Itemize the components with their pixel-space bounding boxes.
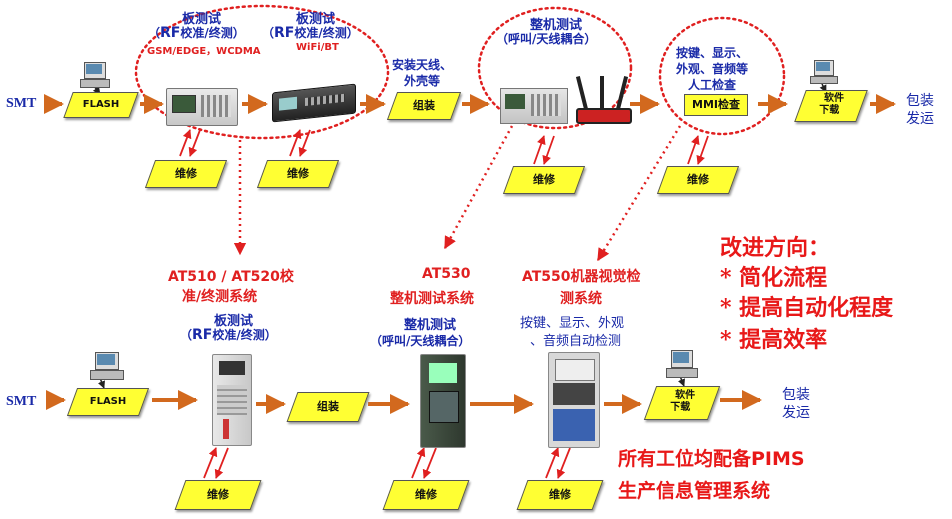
- pims-note-2: 生产信息管理系统: [618, 480, 771, 502]
- top-pack-1: 包装: [906, 93, 934, 109]
- top-pack-2: 发运: [906, 111, 934, 127]
- improve-item: * 提高自动化程度: [720, 295, 894, 321]
- phone-test-ellipse: [477, 6, 633, 130]
- board-test-1-sub: （RF校准/终测）: [148, 25, 245, 41]
- improve-item: * 提高效率: [720, 327, 828, 353]
- repair-box: 维修: [382, 480, 470, 510]
- repair-box: 维修: [256, 160, 340, 188]
- board-test-1-title: 板测试: [182, 12, 222, 27]
- board-test-2-sub: （RF校准/终测）: [262, 25, 359, 41]
- mmi-box: MMI检查: [684, 94, 748, 116]
- bottom-auto-check-1: 按键、显示、外观: [520, 316, 625, 331]
- repair-box: 维修: [656, 166, 740, 194]
- repair-box: 维修: [144, 160, 228, 188]
- at530-label-1: AT530: [422, 266, 471, 282]
- computer-icon: [810, 60, 838, 84]
- router-icon: [574, 76, 632, 126]
- at530-cabinet-icon: [420, 354, 466, 448]
- repair-box: 维修: [502, 166, 586, 194]
- improve-item: * 简化流程: [720, 265, 828, 291]
- at510-label-1: AT510 / AT520校: [168, 269, 294, 285]
- board-test-1-bands: GSM/EDGE，WCDMA: [147, 46, 261, 57]
- assembly-label-1: 安装天线、: [392, 58, 453, 72]
- top-repair-arrows: [179, 129, 709, 165]
- computer-icon: [666, 350, 698, 378]
- at550-machine-icon: [548, 352, 600, 448]
- bottom-smt-label: SMT: [6, 394, 37, 409]
- improve-title: 改进方向：: [720, 235, 831, 261]
- bottom-flash-box: FLASH: [66, 388, 150, 416]
- bottom-pack-1: 包装: [782, 387, 810, 403]
- board-test-2-title: 板测试: [296, 12, 336, 27]
- bottom-flow-arrows: [46, 390, 762, 414]
- pointer-at530: [443, 125, 514, 250]
- computer-icon: [90, 352, 124, 380]
- rf-tester-icon: [166, 88, 238, 126]
- mmi-label-1: 按键、显示、: [676, 46, 749, 60]
- at510-label-2: 准/终测系统: [182, 289, 258, 305]
- bottom-board-test-title: 板测试: [214, 314, 254, 329]
- top-flash-box: FLASH: [63, 92, 139, 118]
- pims-note-1: 所有工位均配备PIMS: [618, 448, 805, 470]
- repair-box: 维修: [174, 480, 262, 510]
- phone-tester-icon: [500, 88, 568, 124]
- bottom-repair-arrows: [203, 447, 571, 479]
- phone-test-sub: （呼叫/天线耦合）: [496, 32, 597, 46]
- at530-label-2: 整机测试系统: [390, 291, 474, 307]
- top-software-box: 软件 下载: [794, 90, 868, 122]
- at550-label-1: AT550机器视觉检: [522, 269, 641, 285]
- at510-cabinet-icon: [212, 354, 252, 446]
- mmi-label-3: 人工检查: [688, 78, 737, 92]
- bottom-auto-check-2: 、音频自动检测: [530, 334, 622, 349]
- bottom-software-box: 软件 下载: [643, 386, 721, 420]
- bottom-assembly-box: 组装: [286, 392, 370, 422]
- mmi-label-2: 外观、音频等: [676, 62, 749, 76]
- top-smt-label: SMT: [6, 96, 37, 111]
- top-assembly-box: 组装: [386, 92, 462, 120]
- bottom-phone-test-sub: （呼叫/天线耦合）: [370, 334, 471, 348]
- at550-label-2: 测系统: [560, 291, 602, 307]
- mmi-ellipse: [658, 16, 786, 136]
- pointer-at550: [596, 125, 682, 262]
- computer-icon: [80, 62, 110, 88]
- assembly-label-2: 外壳等: [404, 74, 441, 88]
- repair-box: 维修: [516, 480, 604, 510]
- bottom-phone-test-title: 整机测试: [404, 318, 457, 333]
- bottom-board-test-sub: （RF校准/终测）: [180, 327, 277, 343]
- bottom-pack-2: 发运: [782, 405, 810, 421]
- board-test-2-bands: WiFi/BT: [296, 42, 339, 53]
- phone-test-title: 整机测试: [530, 18, 583, 33]
- board-test-ellipse: [134, 4, 390, 140]
